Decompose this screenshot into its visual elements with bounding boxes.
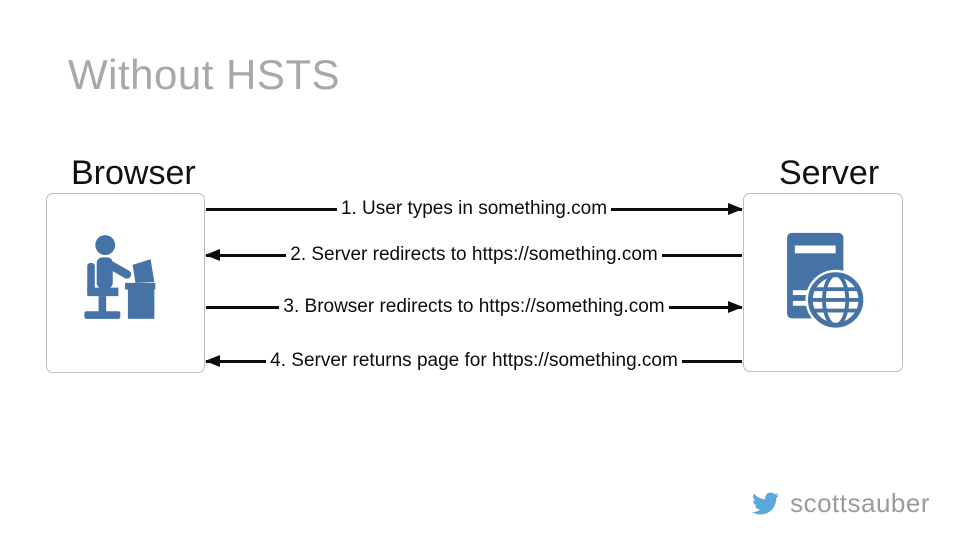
user-at-desk-icon — [78, 229, 174, 338]
arrowhead-left-icon — [205, 355, 220, 367]
page-title: Without HSTS — [68, 51, 341, 98]
browser-box — [46, 193, 205, 373]
message-label-1: 1. User types in something.com — [336, 196, 612, 222]
message-label-3: 3. Browser redirects to https://somethin… — [279, 294, 669, 320]
footer-credit: scottsauber — [750, 488, 930, 519]
web-server-icon — [779, 229, 867, 336]
message-arrow-4: 4. Server returns page for https://somet… — [205, 347, 742, 375]
message-arrow-1: 1. User types in something.com — [206, 195, 743, 223]
arrowhead-left-icon — [205, 249, 220, 261]
browser-label: Browser — [71, 154, 196, 192]
message-arrow-2: 2. Server redirects to https://something… — [205, 241, 742, 269]
server-box — [743, 193, 903, 372]
message-label-2: 2. Server redirects to https://something… — [286, 242, 662, 268]
message-label-4: 4. Server returns page for https://somet… — [266, 348, 682, 374]
arrowhead-right-icon — [728, 203, 743, 215]
message-arrow-3: 3. Browser redirects to https://somethin… — [206, 293, 743, 321]
server-label: Server — [779, 154, 880, 192]
arrowhead-right-icon — [728, 301, 743, 313]
twitter-handle: scottsauber — [790, 488, 930, 518]
twitter-icon — [750, 490, 781, 517]
